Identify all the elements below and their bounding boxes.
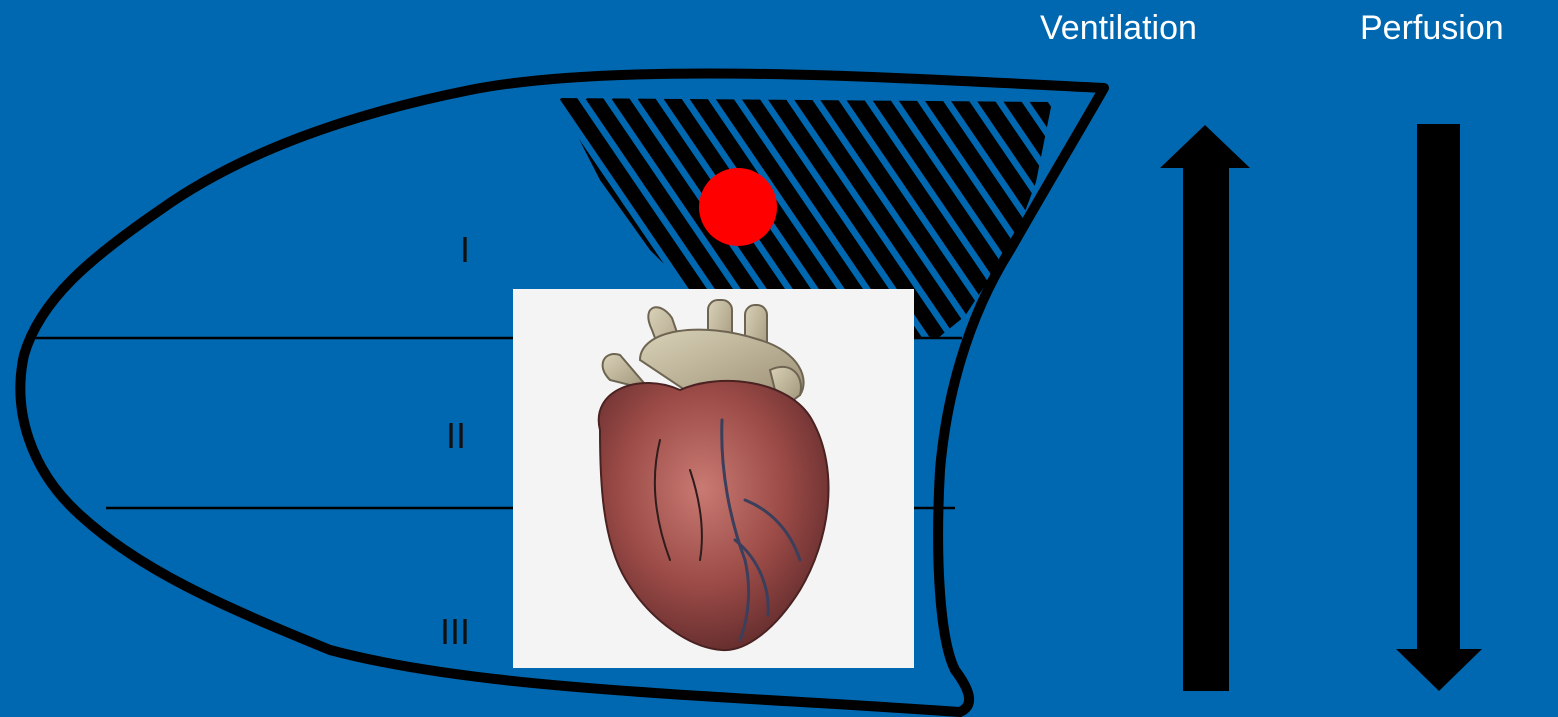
red-dot-marker bbox=[699, 168, 777, 246]
hatch-line bbox=[1086, 95, 1256, 345]
zone-2-label: II bbox=[446, 418, 466, 454]
heart-image bbox=[513, 289, 914, 668]
zone-1-label: I bbox=[460, 232, 470, 268]
zone-3-label: III bbox=[440, 614, 470, 650]
ventilation-up-arrow bbox=[1160, 125, 1250, 691]
hatch-line bbox=[1034, 95, 1204, 345]
ventilation-label: Ventilation bbox=[1040, 6, 1197, 50]
perfusion-label: Perfusion bbox=[1360, 6, 1504, 50]
perfusion-down-arrow bbox=[1396, 124, 1482, 691]
hatch-line bbox=[1008, 95, 1178, 345]
